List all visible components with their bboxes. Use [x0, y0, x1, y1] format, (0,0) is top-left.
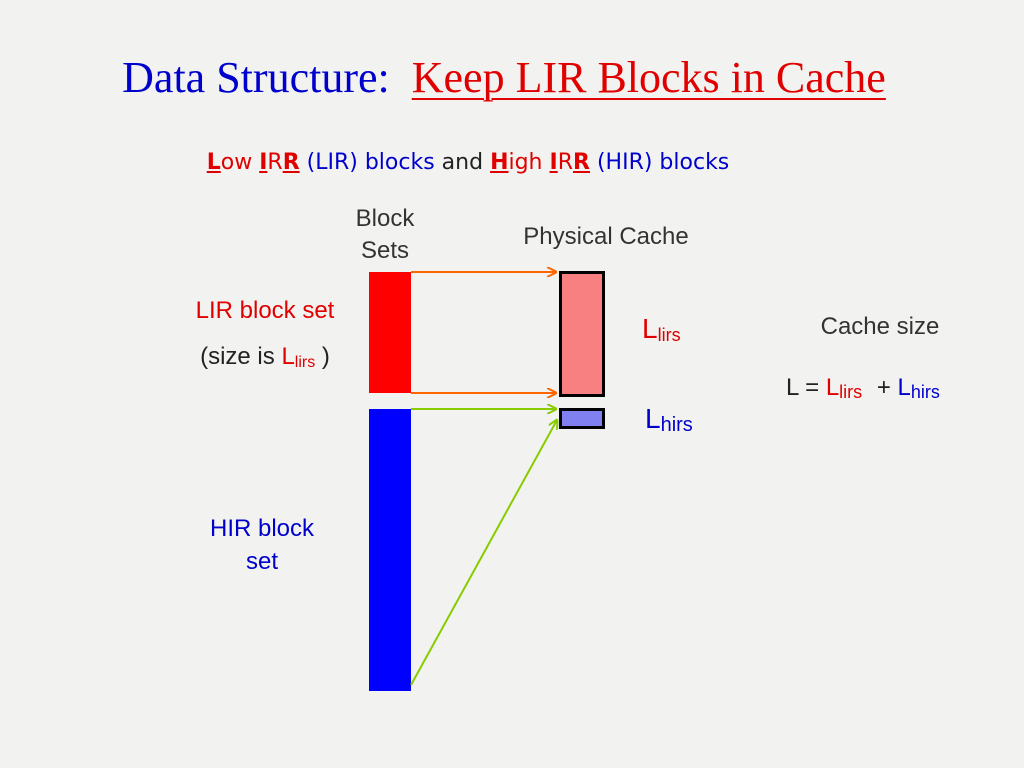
lir-set-size: (size is Llirs ) [150, 343, 380, 371]
hir-set-line1: HIR block [209, 515, 315, 542]
subtitle-irr2-i: I [549, 150, 558, 175]
l-lirs-sub: lirs [657, 325, 681, 345]
block-sets-line2: Sets [360, 237, 410, 264]
slide-title: Data Structure: Keep LIR Blocks in Cache [0, 52, 1008, 103]
subtitle-hir: (HIR) blocks [596, 150, 730, 175]
lir-set-title: LIR block set [195, 297, 335, 324]
subtitle-irr1-r1: R [267, 150, 283, 175]
hir-set-line2: set [245, 548, 278, 575]
l-hirs-label: Lhirs [645, 403, 693, 435]
l-lirs-L: L [642, 313, 658, 344]
subtitle: Low IRR (LIR) blocks and High IRR (HIR) … [0, 150, 936, 175]
cache-lirs-region [559, 271, 605, 397]
title-highlight: Keep LIR Blocks in Cache [411, 53, 886, 102]
subtitle-and: and [441, 150, 484, 175]
title-prefix: Data Structure: [122, 53, 390, 102]
hir-set-label: HIR block set [180, 512, 344, 578]
lir-size-prefix: (size is [200, 343, 275, 370]
subtitle-lir: (LIR) blocks [306, 150, 435, 175]
lir-set-label: LIR block set (size is Llirs ) [150, 295, 380, 371]
subtitle-low-initial: L [206, 150, 221, 175]
formula-term2-L: L [897, 374, 911, 401]
physical-cache-label: Physical Cache [523, 223, 689, 250]
formula-lhs: L = [786, 374, 820, 401]
subtitle-irr2-r2: R [573, 150, 590, 175]
formula-plus: + [876, 374, 891, 401]
subtitle-irr1-r2: R [282, 150, 300, 175]
formula-term1-L: L [825, 374, 840, 401]
lir-size-sub: lirs [294, 354, 316, 371]
cache-size-formula: L = Llirs + Lhirs [786, 374, 940, 402]
subtitle-irr2-r1: R [557, 150, 573, 175]
formula-term2-sub: hirs [910, 382, 940, 402]
arrow-hir-bottom [410, 420, 557, 686]
formula-term1-sub: lirs [839, 382, 863, 402]
cache-hirs-region [559, 408, 605, 429]
block-sets-label: Block Sets [340, 203, 430, 267]
cache-size-label: Cache size [820, 313, 940, 340]
subtitle-irr1-i: I [259, 150, 268, 175]
subtitle-high-rest: igh [508, 150, 543, 175]
lir-size-suffix: ) [321, 343, 330, 370]
subtitle-low-rest: ow [220, 150, 253, 175]
block-sets-line1: Block [355, 205, 415, 232]
hir-block-set-bar [369, 409, 411, 691]
lir-block-set-bar [369, 272, 411, 393]
l-lirs-label: Llirs [642, 313, 681, 345]
subtitle-high-initial: H [490, 150, 509, 175]
l-hirs-L: L [645, 403, 661, 434]
l-hirs-sub: hirs [660, 414, 693, 436]
lir-size-L: L [281, 343, 295, 370]
